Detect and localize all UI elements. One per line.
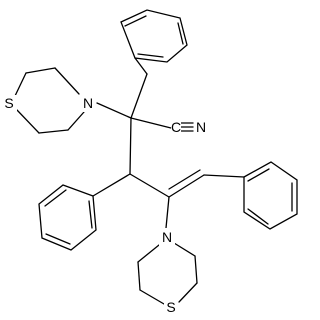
alkene-chain (129, 169, 245, 229)
nitrogen-label-bottom: N (162, 229, 172, 245)
atom-labels: S N C N N S (3, 94, 208, 316)
nitrile-carbon-label: C (171, 119, 181, 135)
nitrile-triple-bond (180, 122, 194, 132)
sulfur-label-top: S (4, 95, 13, 111)
thiomorpholine-ring-top (14, 67, 85, 134)
phenyl-ring-top (120, 9, 188, 75)
quaternary-carbon-bonds (96, 73, 172, 175)
phenyl-ring-right (243, 161, 298, 230)
nitrogen-label-top: N (83, 95, 93, 111)
nitrile-nitrogen-label: N (196, 119, 206, 135)
phenyl-ring-left (38, 173, 131, 251)
structure-diagram: S N C N N S (3, 9, 298, 316)
sulfur-label-bottom: S (166, 299, 175, 315)
thiomorpholine-ring-bottom (137, 242, 198, 305)
